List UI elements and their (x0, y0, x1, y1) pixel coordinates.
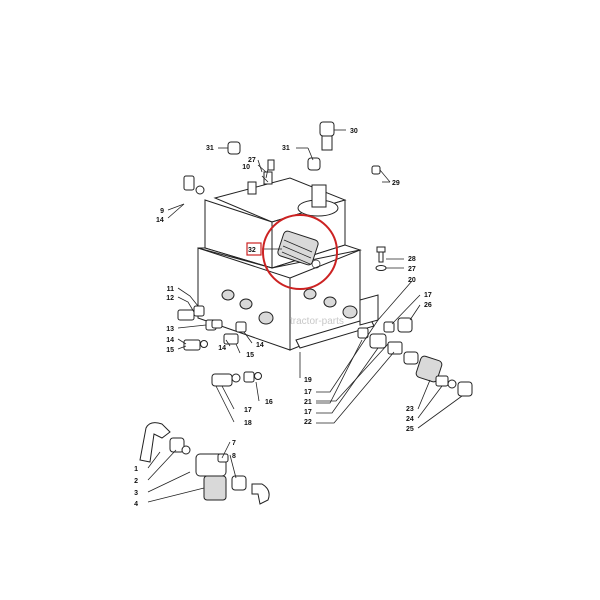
filler-cap (319, 121, 346, 151)
watermark-text: tractor-parts (290, 316, 344, 327)
bolt-28 (375, 246, 404, 271)
callout-14a: 14 (166, 337, 174, 344)
callout-17c: 17 (304, 409, 312, 416)
highlight-label-box (246, 242, 262, 256)
callout-20: 20 (408, 277, 416, 284)
top-plug (296, 147, 321, 171)
callout-28: 28 (408, 256, 416, 263)
callout-31a: 31 (206, 145, 214, 152)
highlight-circle (262, 214, 338, 290)
left-fitting (167, 175, 205, 219)
hydraulic-tank (197, 177, 379, 351)
callout-32: 32 (248, 247, 256, 254)
callout-8: 8 (232, 453, 236, 460)
callout-15b: 15 (246, 352, 254, 359)
callout-27a: 27 (248, 157, 256, 164)
callout-1: 1 (134, 466, 138, 473)
callout-21: 21 (304, 399, 312, 406)
bottom-assembly (139, 422, 270, 505)
callout-9: 9 (160, 208, 164, 215)
callout-10: 10 (242, 164, 250, 171)
callout-4: 4 (134, 501, 138, 508)
callout-29: 29 (392, 180, 400, 187)
callout-13: 13 (166, 326, 174, 333)
callout-16: 16 (265, 399, 273, 406)
callout-14b: 14 (218, 345, 226, 352)
callout-22: 22 (304, 419, 312, 426)
callout-3: 3 (134, 490, 138, 497)
callout-17a: 17 (244, 407, 252, 414)
callout-labels: 1 2 3 4 7 8 9 10 11 12 13 14 15 14 15 14… (134, 128, 432, 508)
callout-19: 19 (304, 377, 312, 384)
callout-14d: 14 (156, 217, 164, 224)
callout-15a: 15 (166, 347, 174, 354)
filter-element (262, 230, 321, 269)
callout-12: 12 (166, 295, 174, 302)
callout-30: 30 (350, 128, 358, 135)
callout-24: 24 (406, 416, 414, 423)
front-fittings (177, 305, 262, 387)
callout-17b: 17 (304, 389, 312, 396)
breather-cap (218, 141, 241, 155)
callout-11: 11 (167, 286, 175, 293)
callout-17d: 17 (424, 292, 432, 299)
callout-23: 23 (406, 406, 414, 413)
callout-31b: 31 (282, 145, 290, 152)
leader-lines (147, 159, 463, 503)
callout-25: 25 (406, 426, 414, 433)
callout-14c: 14 (256, 342, 264, 349)
callout-2: 2 (134, 478, 138, 485)
right-fittings (357, 317, 473, 397)
callout-18: 18 (244, 420, 252, 427)
callout-27b: 27 (408, 266, 416, 273)
callout-26: 26 (424, 302, 432, 309)
side-bolt (371, 165, 391, 183)
callout-7: 7 (232, 440, 236, 447)
